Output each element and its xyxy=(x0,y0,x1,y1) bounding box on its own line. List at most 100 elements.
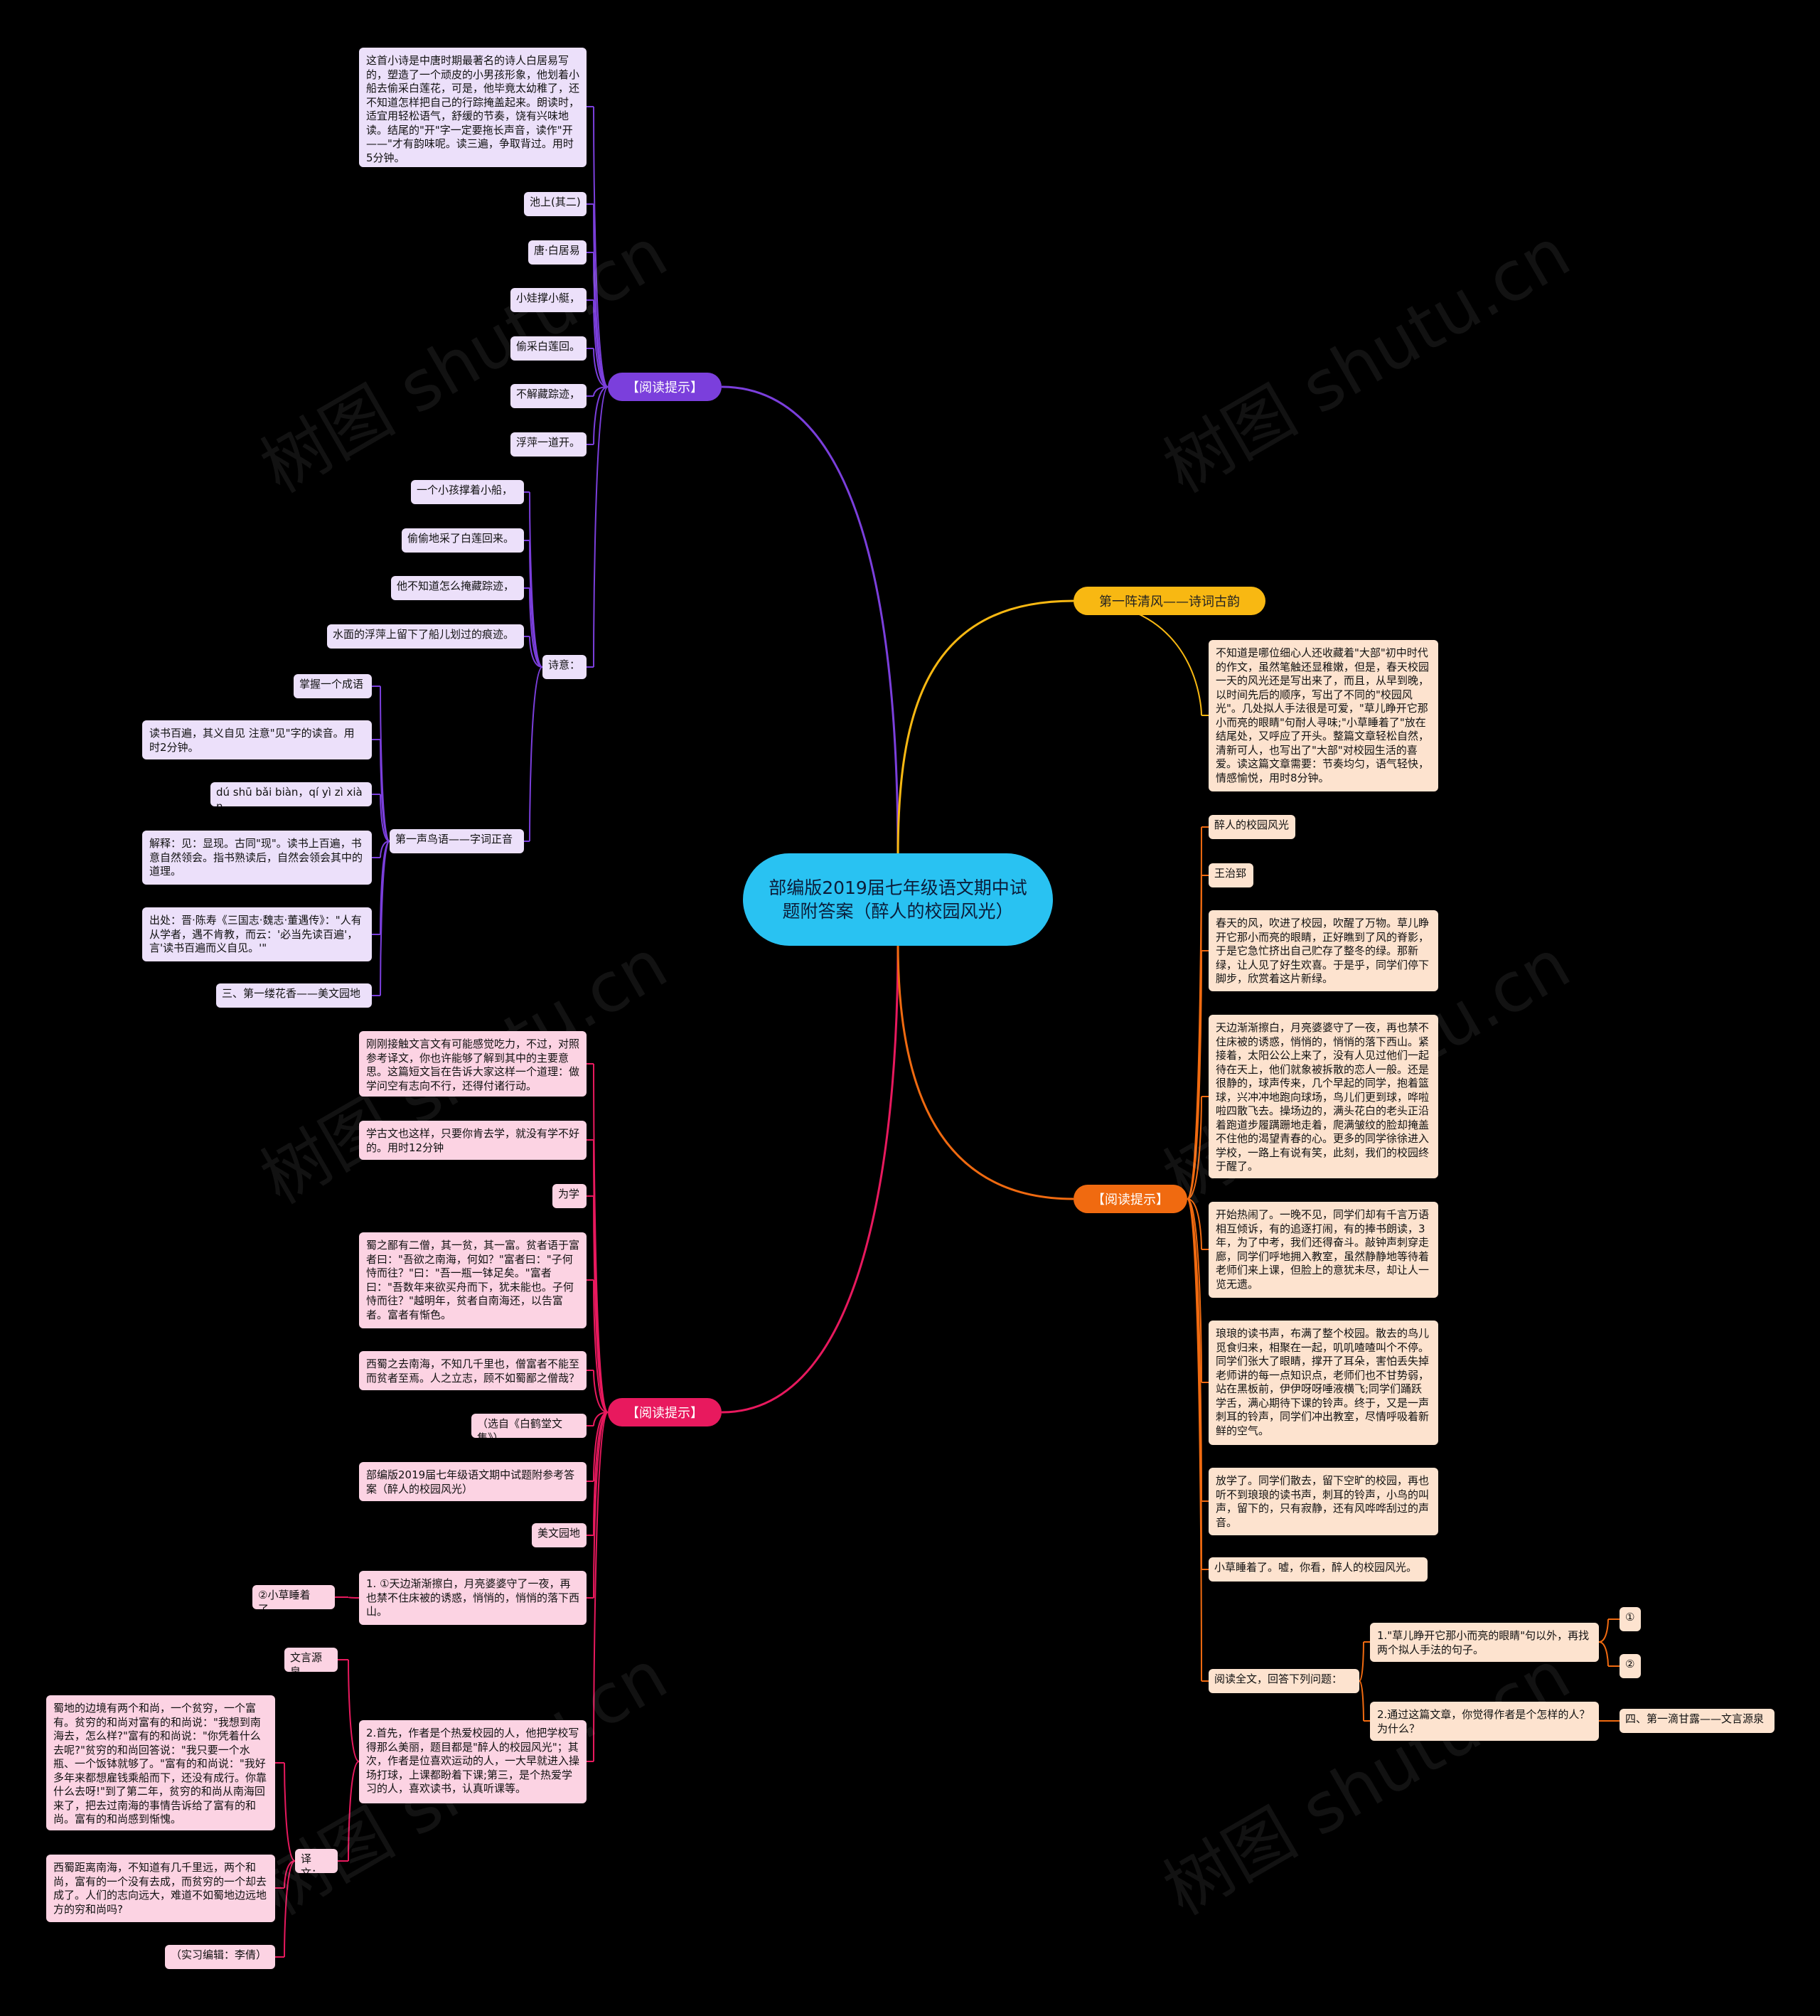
connector-line xyxy=(1598,1618,1620,1643)
connector-line xyxy=(587,1370,609,1413)
connector-line xyxy=(587,203,609,388)
connector-line xyxy=(587,106,609,388)
branch-poetry[interactable]: 第一阵清风——诗词古韵 xyxy=(1074,587,1265,615)
poem-line-3[interactable]: 不解藏踪迹， xyxy=(510,384,587,408)
meaning-line-3[interactable]: 他不知道怎么掩藏踪迹， xyxy=(391,576,524,600)
idiom-source: 出处：晋·陈寿《三国志·魏志·董遇传》："人有从学者，遇不肯教，而云：'必当先读… xyxy=(142,907,372,961)
connector-line xyxy=(372,841,390,858)
classical-section-label[interactable]: 四、第一滴甘露——文言源泉 xyxy=(1620,1709,1774,1733)
connector-line xyxy=(587,1279,609,1413)
classical-source[interactable]: （选自《白鹤堂文集》） xyxy=(471,1414,587,1438)
answer-2: 2.首先，作者是个热爱校园的人，他把学校写得那么美丽，题目都是"醉人的校园风光"… xyxy=(359,1720,587,1803)
connector-line xyxy=(587,348,609,388)
connector-line xyxy=(587,1195,609,1413)
connector-line xyxy=(587,1139,609,1413)
connector-line xyxy=(335,1596,360,1599)
editor-credit[interactable]: （实习编辑：李倩） xyxy=(165,1945,275,1969)
poem-meaning-label[interactable]: 诗意： xyxy=(542,655,587,679)
connector-line xyxy=(587,252,609,388)
poem-line-4[interactable]: 浮萍一道开。 xyxy=(510,432,587,457)
connector-line xyxy=(524,491,543,668)
connector-line xyxy=(1187,1198,1209,1250)
idiom-explanation: 解释：见：显现。古同"现"。读书上百遍，书意自然领会。指书熟读后，自然会领会其中… xyxy=(142,831,372,885)
question-1-answer-b[interactable]: ② xyxy=(1620,1654,1641,1678)
essay-para-5: 放学了。同学们散去，留下空旷的校园，再也听不到琅琅的读书声，刺耳的铃声，小鸟的叫… xyxy=(1209,1468,1438,1535)
connector-line xyxy=(587,1412,609,1599)
question-1: 1."草儿睁开它那小而亮的眼睛"句以外，再找两个拟人手法的句子。 xyxy=(1370,1623,1599,1662)
connector-line xyxy=(275,1762,296,1862)
connector-line xyxy=(1187,1198,1209,1682)
root-to-red xyxy=(721,942,899,1414)
meaning-line-2[interactable]: 偷偷地采了白莲回来。 xyxy=(402,528,524,553)
connector-line xyxy=(524,636,543,668)
classical-advice: 学古文也这样，只要你肯去学，就没有学不好的。用时12分钟 xyxy=(359,1121,587,1160)
root-to-purple xyxy=(721,385,899,858)
text-title-weixue[interactable]: 为学 xyxy=(552,1184,587,1208)
essay-garden-label[interactable]: 美文园地 xyxy=(532,1523,587,1547)
essay-para-1: 春天的风，吹进了校园，吹醒了万物。草儿睁开它那小而亮的眼睛，正好瞧到了风的脊影，… xyxy=(1209,910,1438,991)
answer-1-part-2[interactable]: ②小草睡着了。 xyxy=(252,1585,335,1609)
connector-line xyxy=(1359,1680,1370,1722)
translation-label[interactable]: 译文： xyxy=(295,1849,338,1873)
poem-author[interactable]: 唐·白居易 xyxy=(528,240,587,265)
essay-title[interactable]: 醉人的校园风光 xyxy=(1209,815,1295,839)
root-to-orange xyxy=(896,942,1074,1200)
poem-line-2[interactable]: 偷采白莲回。 xyxy=(510,336,587,361)
connector-line xyxy=(587,386,609,668)
poem-line-1[interactable]: 小娃撑小艇， xyxy=(510,288,587,312)
idiom-label[interactable]: 掌握一个成语 xyxy=(294,674,372,698)
essay-author[interactable]: 王治郅 xyxy=(1209,863,1253,887)
meaning-line-4[interactable]: 水面的浮萍上留下了船儿划过的痕迹。 xyxy=(327,624,524,649)
poem-intro-note: 这首小诗是中唐时期最著名的诗人白居易写的，塑造了一个顽皮的小男孩形象，他划着小船… xyxy=(359,48,587,167)
connector-line xyxy=(338,1761,360,1862)
connector-line xyxy=(1359,1641,1370,1682)
answer-1: 1. ①天边渐渐擦白，月亮婆婆守了一夜，再也禁不住床被的诱惑，悄悄的，悄悄的落下… xyxy=(359,1571,587,1625)
essay-para-6[interactable]: 小草睡着了。嘘，你看，醉人的校园风光。 xyxy=(1209,1557,1428,1582)
essay-section-label[interactable]: 三、第一缕花香——美文园地 xyxy=(216,983,372,1008)
essay-intro-note: 不知道是哪位细心人还收藏着"大部"初中时代的作文，虽然笔触还显稚嫩，但是，春天校… xyxy=(1209,640,1438,791)
classical-text-2: 西蜀之去南海，不知几千里也，僧富者不能至而贫者至焉。人之立志，顾不如蜀鄙之僧哉？ xyxy=(359,1351,587,1390)
root-topic[interactable]: 部编版2019届七年级语文期中试题附答案（醉人的校园风光） xyxy=(743,853,1053,946)
connector-line xyxy=(587,1412,609,1536)
essay-para-4: 琅琅的读书声，布满了整个校园。散去的鸟儿觅食归来，相聚在一起，叽叽喳喳叫个不停。… xyxy=(1209,1321,1438,1445)
question-1-answer-a[interactable]: ① xyxy=(1620,1607,1641,1631)
connector-line xyxy=(372,794,390,842)
connector-line xyxy=(524,587,543,668)
essay-para-2: 天边渐渐擦白，月亮婆婆守了一夜，再也禁不住床被的诱惑，悄悄的，悄悄的落下西山。紧… xyxy=(1209,1015,1438,1178)
connector-line xyxy=(338,1659,360,1762)
branch-reading-tip-orange[interactable]: 【阅读提示】 xyxy=(1074,1185,1187,1213)
connector-line xyxy=(587,1063,609,1413)
connector-line xyxy=(1187,1096,1209,1200)
connector-line xyxy=(587,1412,609,1482)
connector-line xyxy=(587,386,609,445)
connector-line xyxy=(1073,600,1209,716)
classical-source-label[interactable]: 文言源泉 xyxy=(284,1648,338,1672)
connector-line xyxy=(372,686,390,842)
connector-line xyxy=(1187,1198,1209,1383)
root-to-yellow xyxy=(896,599,1074,858)
classical-intro-note: 刚刚接触文言文有可能感觉吃力，不过，对照参考译文，你也许能够了解到其中的主要意思… xyxy=(359,1031,587,1097)
branch-reading-tip-red[interactable]: 【阅读提示】 xyxy=(608,1398,722,1426)
connector-line xyxy=(524,666,543,842)
connector-line xyxy=(587,299,609,388)
branch-reading-tip-purple[interactable]: 【阅读提示】 xyxy=(608,373,722,401)
idiom-reading: 读书百遍，其义自见 注意"见"字的读音。用时2分钟。 xyxy=(142,720,372,759)
translation-1: 蜀地的边境有两个和尚，一个贫穷，一个富有。贫穷的和尚对富有的和尚说："我想到南海… xyxy=(46,1695,275,1830)
word-pronunciation-section[interactable]: 第一声鸟语——字词正音 xyxy=(390,829,524,853)
essay-para-3: 开始热闹了。一晚不见，同学们却有千言万语相互倾诉，有的追逐打闹，有的捧书朗读，3… xyxy=(1209,1202,1438,1298)
questions-label[interactable]: 阅读全文，回答下列问题： xyxy=(1209,1669,1359,1693)
connector-line xyxy=(524,540,543,668)
meaning-line-1[interactable]: 一个小孩撑着小船， xyxy=(411,480,524,504)
answer-title: 部编版2019届七年级语文期中试题附参考答案（醉人的校园风光） xyxy=(359,1462,587,1501)
connector-line xyxy=(372,739,390,842)
poem-title[interactable]: 池上(其二) xyxy=(524,192,587,216)
idiom-pinyin: dú shū bǎi biàn，qí yì zì xiàn xyxy=(210,782,372,806)
connector-line xyxy=(587,1412,609,1762)
translation-2: 西蜀距离南海，不知道有几千里远，两个和尚，富有的一个没有去成，而贫穷的一个却去成… xyxy=(46,1855,275,1922)
connector-line xyxy=(275,1860,296,1958)
connector-line xyxy=(1187,950,1209,1200)
connector-line xyxy=(1598,1641,1620,1667)
question-2: 2.通过这篇文章，你觉得作者是个怎样的人？为什么？ xyxy=(1370,1702,1599,1741)
